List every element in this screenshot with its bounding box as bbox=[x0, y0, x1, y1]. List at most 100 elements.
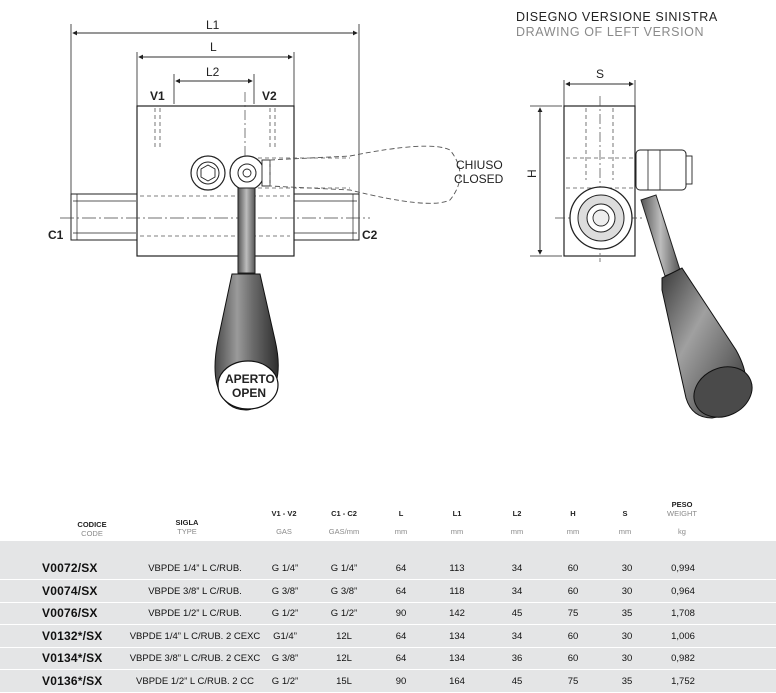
port-label-c1: C1 bbox=[48, 228, 64, 242]
handle-stem-front bbox=[237, 187, 256, 274]
dimension-h bbox=[530, 105, 562, 257]
label-open-it: APERTO bbox=[225, 372, 275, 386]
cell-c: G 1/2” bbox=[330, 608, 358, 619]
cell-l2: 36 bbox=[511, 653, 523, 664]
cell-v: G 1/2” bbox=[271, 675, 299, 687]
handle-knob-front bbox=[217, 360, 279, 410]
label-open-en: OPEN bbox=[232, 386, 266, 400]
row-divider bbox=[0, 646, 776, 648]
cell-weight: 1,006 bbox=[671, 630, 695, 642]
drawing-title-english: DRAWING OF LEFT VERSION bbox=[516, 25, 705, 39]
cell-s: 30 bbox=[621, 585, 633, 597]
cell-weight: 1,708 bbox=[671, 608, 695, 619]
cell-c: 12L bbox=[336, 630, 352, 642]
cell-code: V0072/SX bbox=[42, 561, 98, 575]
dim-label-h: H bbox=[525, 169, 539, 178]
cell-type: VBPDE 1/4” L C/RUB. 2 CEXC bbox=[129, 630, 261, 642]
cell-type: VBPDE 1/2” L C/RUB. 2 CC bbox=[136, 675, 254, 687]
handle-knob-side bbox=[693, 366, 753, 418]
cell-s: 30 bbox=[621, 630, 633, 642]
cell-v: G 3/8” bbox=[271, 585, 299, 597]
cell-l: 90 bbox=[395, 675, 407, 687]
row-divider bbox=[0, 669, 776, 670]
cell-weight: 0,994 bbox=[671, 563, 695, 574]
label-closed-it: CHIUSO bbox=[456, 158, 503, 172]
cell-l2: 34 bbox=[511, 630, 523, 642]
cell-h: 60 bbox=[567, 630, 579, 642]
dim-label-l2: L2 bbox=[206, 65, 220, 79]
cell-l: 64 bbox=[395, 630, 407, 642]
table-body-background bbox=[0, 541, 776, 692]
cell-code: V0134*/SX bbox=[42, 651, 103, 665]
cell-weight: 1,752 bbox=[671, 675, 695, 687]
cell-l1: 134 bbox=[449, 653, 465, 664]
cell-h: 75 bbox=[567, 608, 579, 619]
cell-l1: 113 bbox=[449, 563, 465, 574]
cell-l2: 45 bbox=[511, 608, 523, 619]
cell-h: 75 bbox=[567, 675, 579, 687]
cell-l1: 142 bbox=[449, 608, 465, 619]
cell-s: 35 bbox=[621, 608, 633, 619]
pipe-c1 bbox=[70, 193, 139, 241]
handle-stem-side bbox=[640, 194, 681, 277]
dimension-s bbox=[563, 80, 636, 106]
port-label-v2: V2 bbox=[262, 89, 277, 103]
port-label-c2: C2 bbox=[362, 228, 378, 242]
cell-s: 30 bbox=[621, 563, 633, 574]
dim-label-l1: L1 bbox=[206, 18, 220, 32]
cell-code: V0076/SX bbox=[42, 606, 98, 620]
cell-type: VBPDE 3/8” L C/RUB. 2 CEXC bbox=[129, 653, 261, 664]
dim-label-l: L bbox=[210, 40, 217, 54]
spindle bbox=[229, 155, 271, 191]
dimension-l1 bbox=[70, 24, 360, 200]
cell-l: 90 bbox=[395, 608, 407, 619]
cell-v: G1/4” bbox=[273, 630, 297, 642]
row-divider bbox=[0, 579, 776, 580]
cell-l2: 45 bbox=[511, 675, 523, 687]
cell-h: 60 bbox=[567, 585, 579, 597]
table-row: V0072/SX VBPDE 1/4” L C/RUB. G 1/4” G 1/4” 6… bbox=[0, 558, 776, 579]
pipe-c2 bbox=[291, 193, 360, 241]
cell-s: 35 bbox=[621, 675, 633, 687]
port-label-v1: V1 bbox=[150, 89, 165, 103]
cell-l: 64 bbox=[395, 653, 407, 664]
cell-code: V0132*/SX bbox=[42, 628, 103, 643]
cell-s: 30 bbox=[621, 653, 633, 664]
handle-closed-position bbox=[269, 145, 461, 204]
cell-v: G 1/4” bbox=[271, 563, 299, 574]
cell-l1: 164 bbox=[449, 675, 465, 687]
label-closed-en: CLOSED bbox=[454, 172, 504, 186]
drawing-title: DISEGNO VERSIONE SINISTRA bbox=[516, 10, 718, 24]
cell-c: G 1/4” bbox=[330, 563, 358, 574]
cell-l: 64 bbox=[395, 563, 407, 574]
cell-type: VBPDE 1/4” L C/RUB. bbox=[148, 563, 242, 574]
cell-h: 60 bbox=[567, 653, 579, 664]
table-row: V0132*/SX VBPDE 1/4” L C/RUB. 2 CEXC G1/4”… bbox=[0, 626, 776, 647]
cell-v: G 1/2” bbox=[271, 608, 299, 619]
cell-weight: 0,964 bbox=[671, 585, 695, 597]
cell-c: 12L bbox=[336, 653, 352, 664]
cell-l2: 34 bbox=[511, 585, 523, 597]
cell-l2: 34 bbox=[511, 563, 523, 574]
spindle-side bbox=[635, 149, 693, 191]
cell-l: 64 bbox=[395, 585, 407, 597]
cell-weight: 0,982 bbox=[671, 653, 695, 664]
cell-h: 60 bbox=[567, 563, 579, 574]
cell-l1: 118 bbox=[449, 585, 465, 597]
dimension-l bbox=[136, 52, 295, 106]
